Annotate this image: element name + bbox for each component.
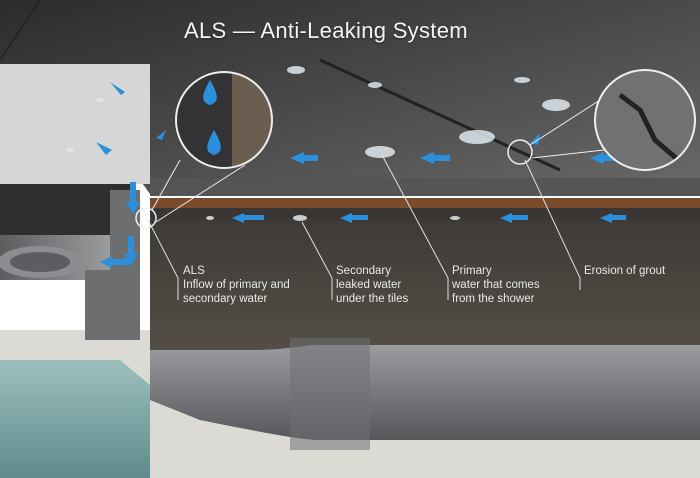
tile-edge (150, 178, 700, 196)
label-primary: Primary water that comes from the shower (452, 264, 540, 306)
leader-lines (147, 154, 581, 300)
label-grout: Erosion of grout (584, 264, 665, 278)
label-secondary-line-2: leaked water (336, 279, 402, 291)
diagram-title: ALS — Anti-Leaking System (184, 18, 468, 43)
surface-droplets (66, 66, 570, 221)
tile-surface (0, 0, 700, 194)
label-als-line-1: ALS (183, 265, 205, 277)
drain-channel (0, 64, 150, 184)
label-grout-line-1: Erosion of grout (584, 265, 666, 277)
drain-water (0, 360, 150, 478)
label-primary-line-2: water that comes (452, 279, 540, 291)
label-secondary-line-1: Secondary (336, 265, 391, 277)
label-primary-line-3: from the shower (452, 293, 535, 305)
membrane (150, 198, 700, 208)
drain-pipe (150, 345, 700, 440)
water-flow-arrows (96, 82, 626, 268)
label-secondary: Secondary leaked water under the tiles (336, 264, 408, 306)
label-primary-line-1: Primary (452, 265, 492, 277)
label-als: ALS Inflow of primary and secondary wate… (183, 264, 290, 306)
label-secondary-line-3: under the tiles (336, 293, 409, 305)
zoom-circle-right (507, 69, 696, 171)
label-als-line-3: secondary water (183, 293, 268, 305)
label-als-line-2: Inflow of primary and (183, 279, 290, 291)
